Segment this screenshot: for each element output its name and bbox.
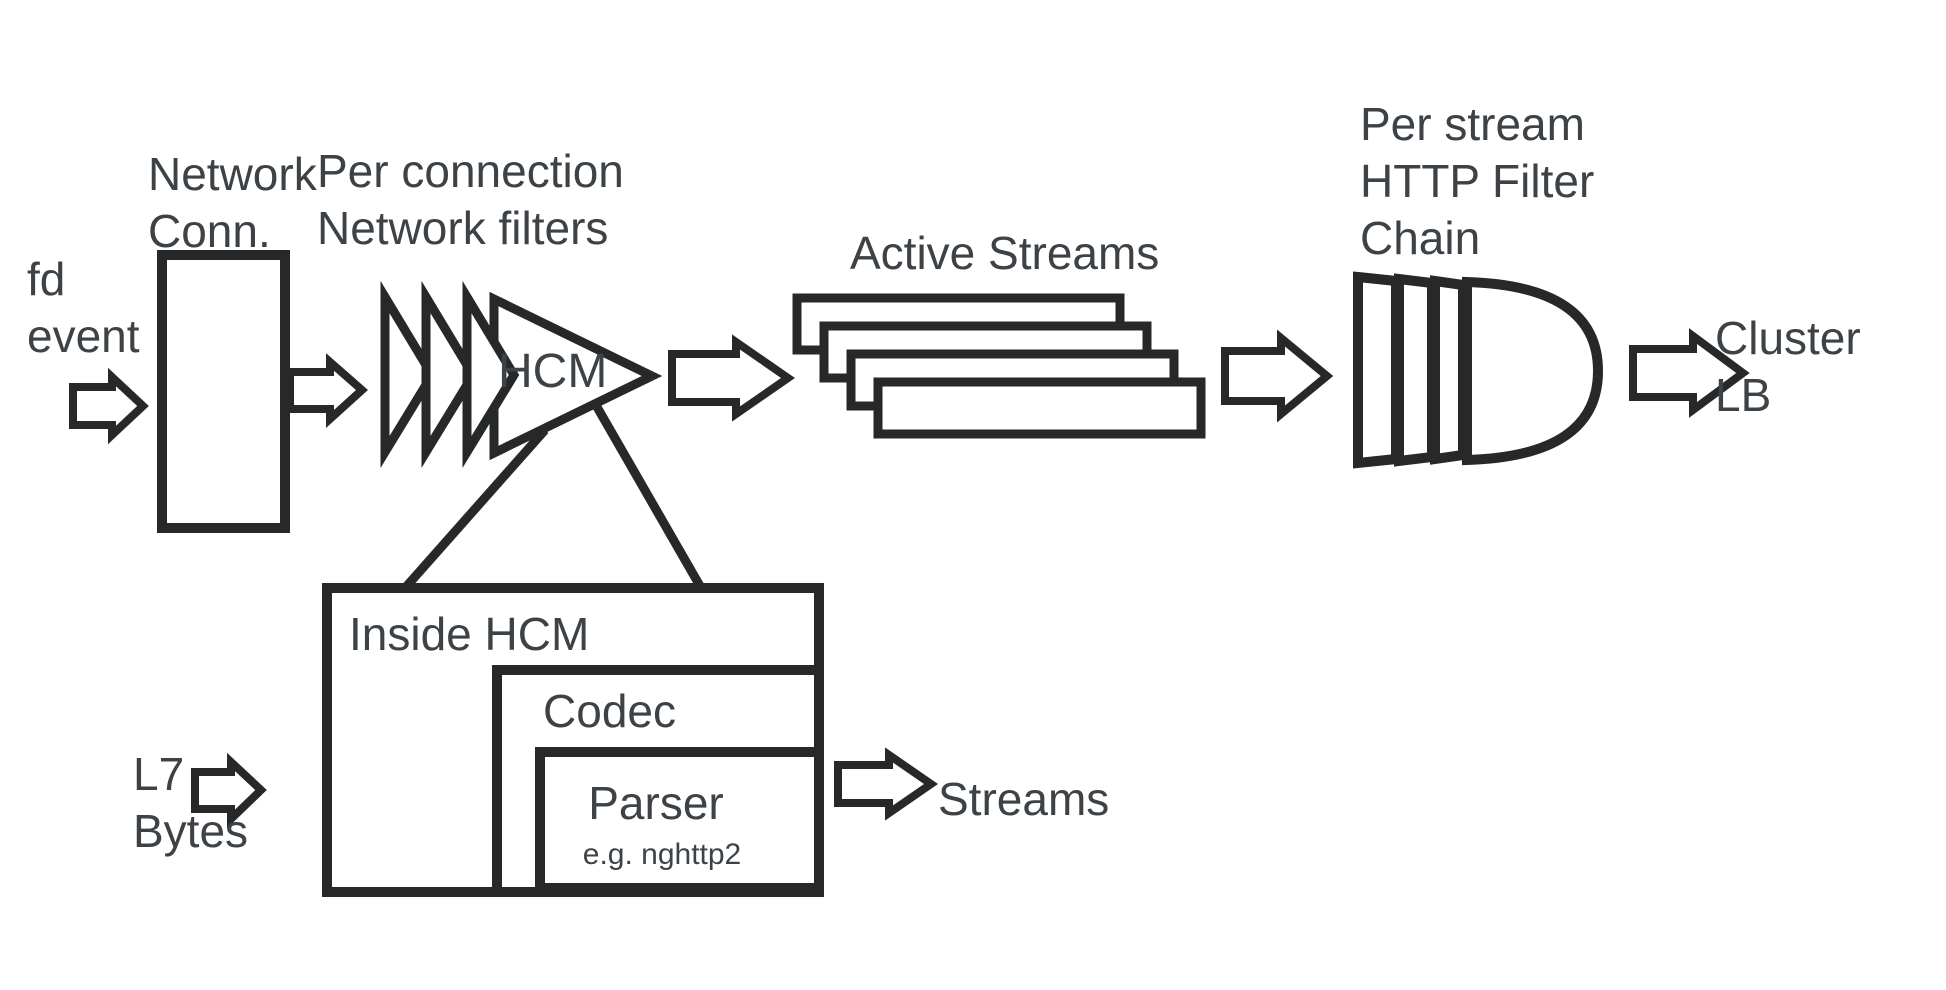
cluster-lb-label: Cluster LB <box>1715 312 1861 421</box>
network-conn-box <box>157 250 290 533</box>
arrow-fd-to-conn <box>69 367 149 445</box>
filter-slat <box>380 280 438 469</box>
hcm-label: HCM <box>498 345 608 398</box>
per-connection-filters-label: Per connection Network filters <box>317 145 624 254</box>
codec-label: Codec <box>543 685 676 737</box>
parser-label: Parser <box>588 777 724 829</box>
arrow-l7-to-hcm <box>191 752 267 829</box>
network-conn-label: Network Conn. <box>148 148 317 257</box>
active-streams-label: Active Streams <box>850 227 1160 279</box>
arrow-hcm-to-streams <box>668 334 796 422</box>
network-filter-funnel <box>380 280 663 469</box>
inside-hcm-group <box>322 583 824 897</box>
active-streams-stack <box>792 293 1206 439</box>
parser-example-label: e.g. nghttp2 <box>582 838 742 871</box>
filter-slat <box>421 280 479 469</box>
streams-label: Streams <box>938 773 1110 825</box>
chain-slat <box>1394 273 1437 467</box>
parser-box <box>535 747 824 893</box>
arrow-conn-to-filters <box>286 353 369 429</box>
hcm-callout-lines <box>401 404 704 591</box>
l7-bytes-label: L7 Bytes <box>133 748 249 857</box>
inside-hcm-label: Inside HCM <box>349 608 590 660</box>
chain-slat <box>1353 271 1401 469</box>
filter-slat <box>462 280 520 469</box>
arrow-chain-to-cluster <box>1629 328 1750 418</box>
per-stream-chain-label: Per stream HTTP Filter Chain <box>1360 98 1595 264</box>
arrow-parser-to-streams <box>834 747 939 821</box>
stream-card <box>873 377 1206 439</box>
http-filter-chain-shape <box>1353 271 1604 469</box>
chain-dome <box>1462 276 1604 466</box>
chain-slat <box>1430 275 1468 465</box>
fd-event-label: fd event <box>27 253 140 362</box>
arrow-streams-to-chain <box>1221 329 1334 423</box>
